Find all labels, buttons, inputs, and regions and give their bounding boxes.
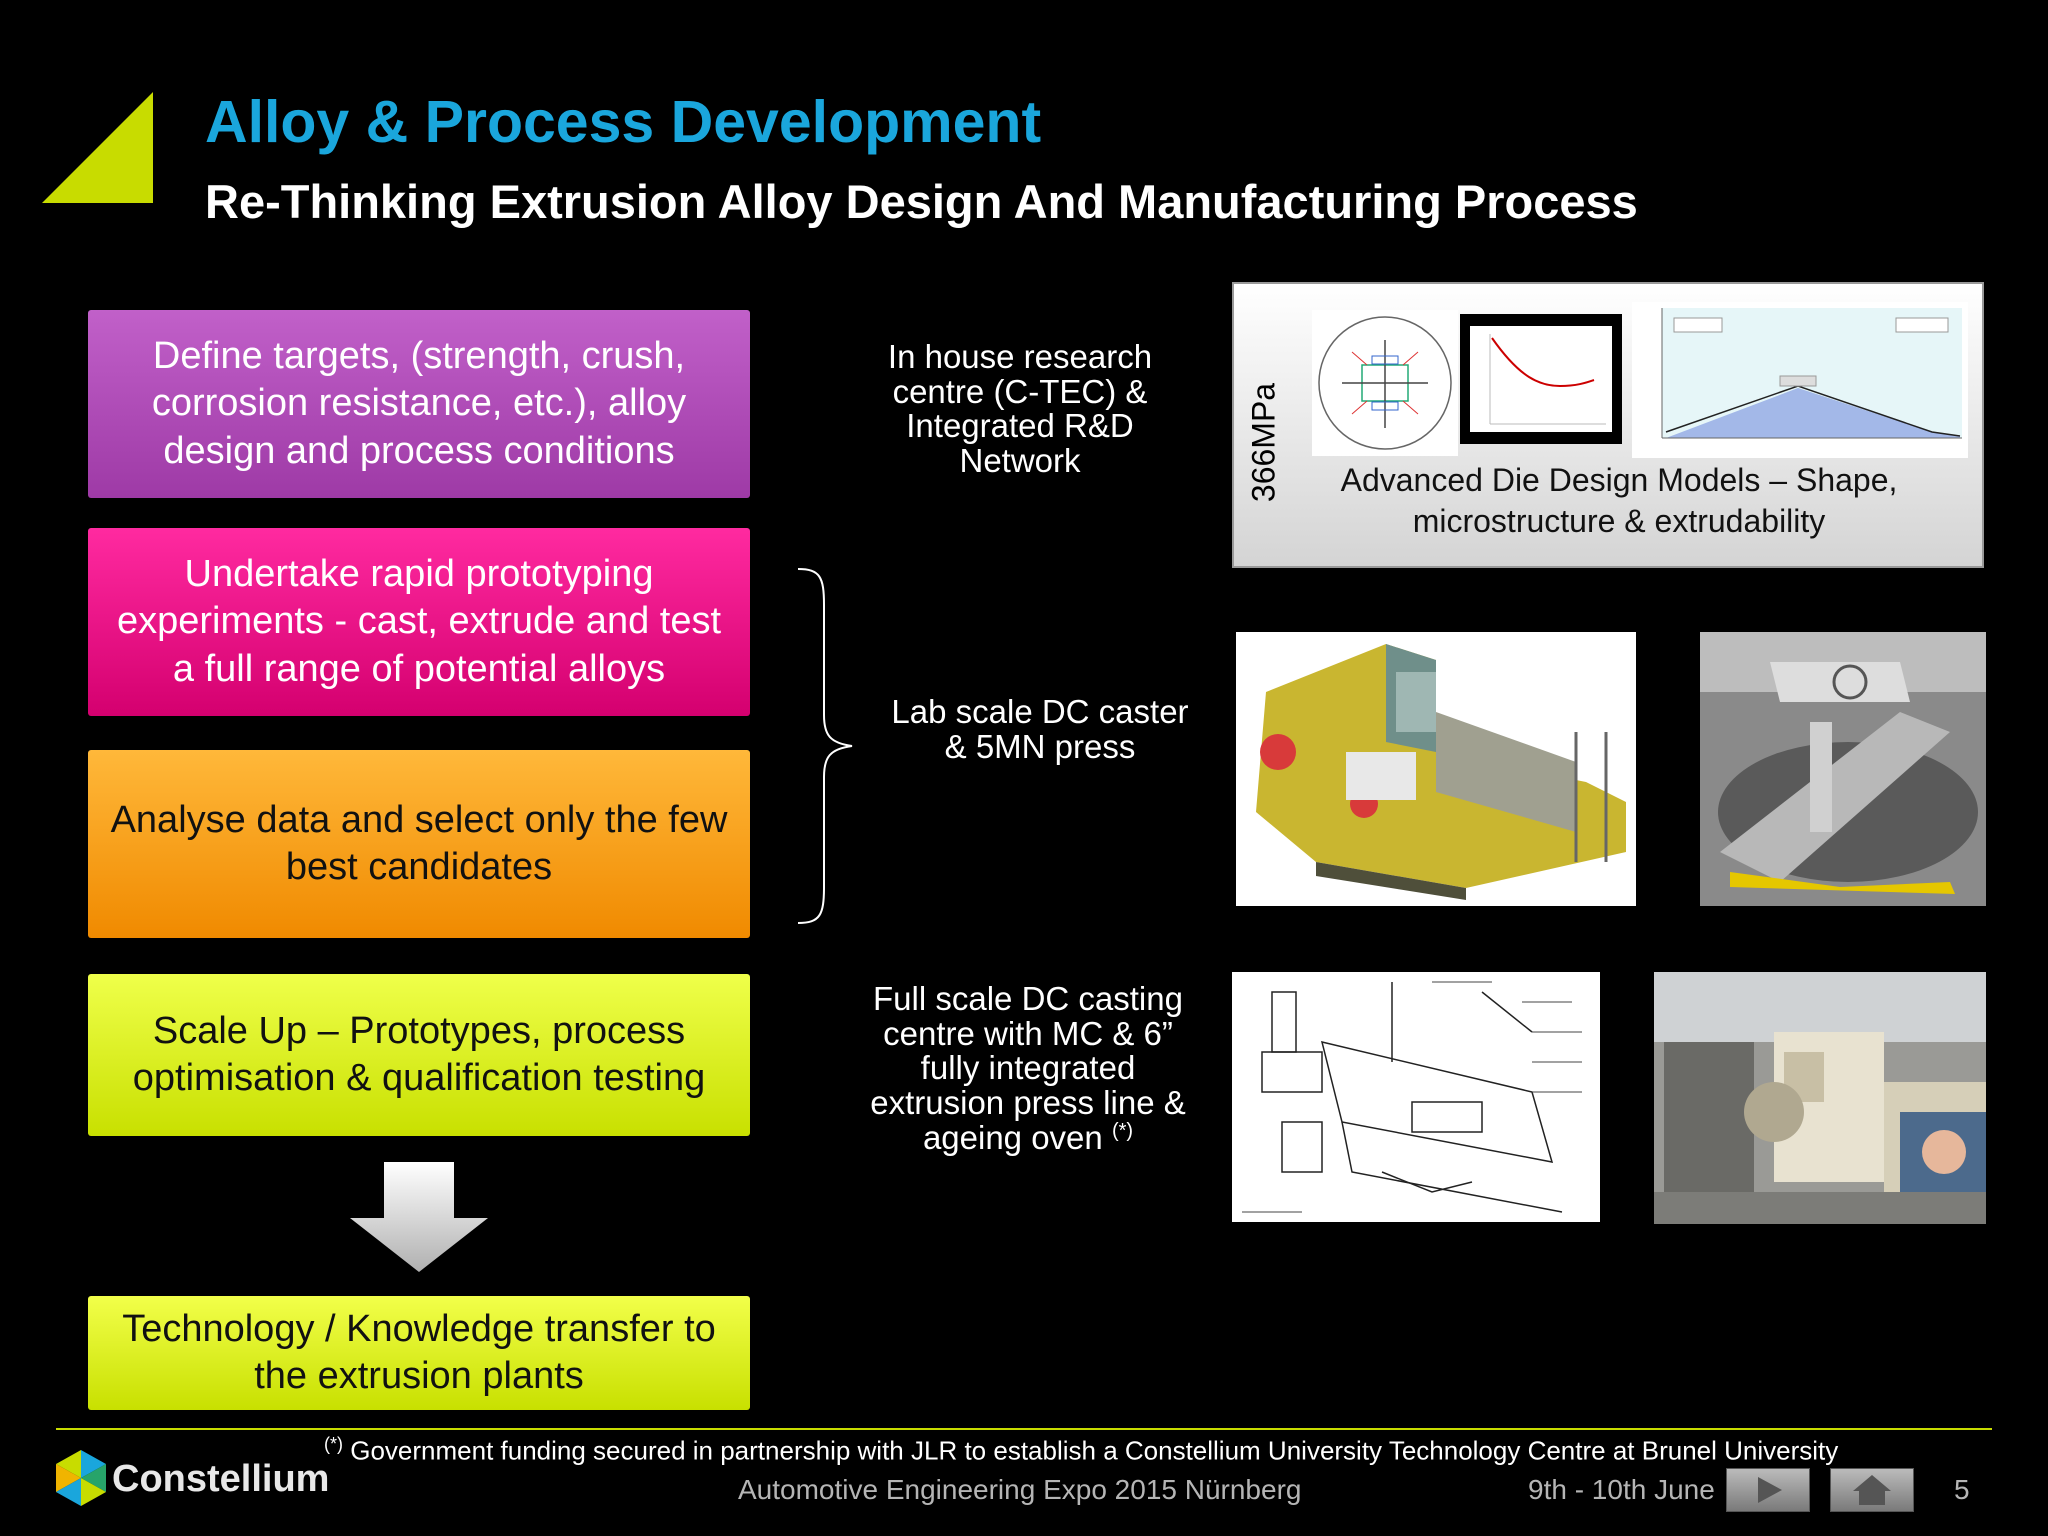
- full-scale-description: Full scale DC casting centre with MC & 6…: [870, 980, 1186, 1156]
- down-arrow-icon: [350, 1162, 488, 1272]
- lab-scale-text: Lab scale DC caster & 5MN press: [891, 693, 1189, 765]
- footnote-marker-footer: (*): [324, 1434, 343, 1454]
- event-name: Automotive Engineering Expo 2015 Nürnber…: [738, 1474, 1302, 1505]
- microstructure-curve-image: [1460, 314, 1622, 444]
- play-icon: [1758, 1477, 1782, 1503]
- footer-divider: [56, 1428, 1992, 1430]
- step-define-targets: Define targets, (strength, crush, corros…: [88, 310, 750, 498]
- step-scale-up: Scale Up – Prototypes, process optimisat…: [88, 974, 750, 1136]
- constellium-logo-icon: [56, 1450, 106, 1506]
- page-number: 5: [1954, 1474, 1970, 1505]
- die-design-caption: Advanced Die Design Models – Shape, micr…: [1340, 462, 1898, 539]
- page-subtitle: Re-Thinking Extrusion Alloy Design And M…: [205, 175, 1638, 228]
- triangle-accent-icon: [42, 92, 153, 203]
- brand-name: Constellium: [112, 1458, 330, 1500]
- research-centre-text: In house research centre (C-TEC) & Integ…: [887, 338, 1153, 479]
- event-date: 9th - 10th June: [1528, 1474, 1715, 1505]
- step-analyse-data: Analyse data and select only the few bes…: [88, 750, 750, 938]
- funding-note-text: Government funding secured in partnershi…: [350, 1435, 1839, 1466]
- extrudability-chart-image: [1632, 302, 1968, 458]
- full-scale-text: Full scale DC casting centre with MC & 6…: [858, 980, 1198, 1156]
- step-rapid-prototyping: Undertake rapid prototyping experiments …: [88, 528, 750, 716]
- footnote-marker: (*): [1111, 1119, 1134, 1142]
- press-line-photo: [1654, 972, 1986, 1224]
- step-technology-transfer: Technology / Knowledge transfer to the e…: [88, 1296, 750, 1410]
- home-icon: [1853, 1475, 1891, 1505]
- lab-press-photo: [1236, 632, 1636, 906]
- next-slide-button[interactable]: [1726, 1468, 1810, 1512]
- die-design-panel: 366MPa Advanced Die Design Models – Shap…: [1232, 282, 1984, 568]
- bracket-icon: [797, 568, 853, 924]
- die-shape-model-image: [1312, 310, 1458, 456]
- lab-caster-photo: [1700, 632, 1986, 906]
- casting-centre-layout-drawing: [1232, 972, 1600, 1222]
- funding-footnote: (*) Government funding secured in partne…: [324, 1434, 1838, 1467]
- page-title: Alloy & Process Development: [205, 89, 1042, 155]
- home-slide-button[interactable]: [1830, 1468, 1914, 1512]
